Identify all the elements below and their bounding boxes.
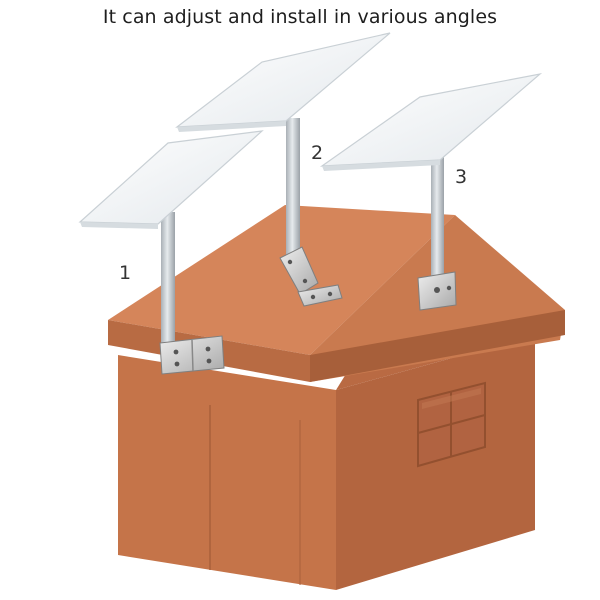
mount-1 — [78, 130, 264, 375]
window — [417, 381, 486, 468]
dish-3 — [319, 72, 543, 167]
position-label-1: 1 — [119, 262, 131, 284]
pole-2 — [286, 118, 300, 266]
roof-right-edge — [310, 310, 565, 382]
pole-1 — [161, 212, 175, 352]
position-label-2: 2 — [311, 142, 323, 164]
mount-3 — [319, 72, 543, 311]
position-label-3: 3 — [455, 166, 467, 188]
pole-3 — [431, 155, 444, 280]
caption-title: It can adjust and install in various ang… — [102, 6, 498, 28]
dish-2 — [175, 32, 391, 128]
roof-top — [108, 205, 455, 355]
bracket-2 — [279, 246, 319, 295]
dish-1 — [78, 130, 264, 225]
mount-2 — [175, 32, 391, 307]
house-front-wall — [118, 355, 336, 590]
